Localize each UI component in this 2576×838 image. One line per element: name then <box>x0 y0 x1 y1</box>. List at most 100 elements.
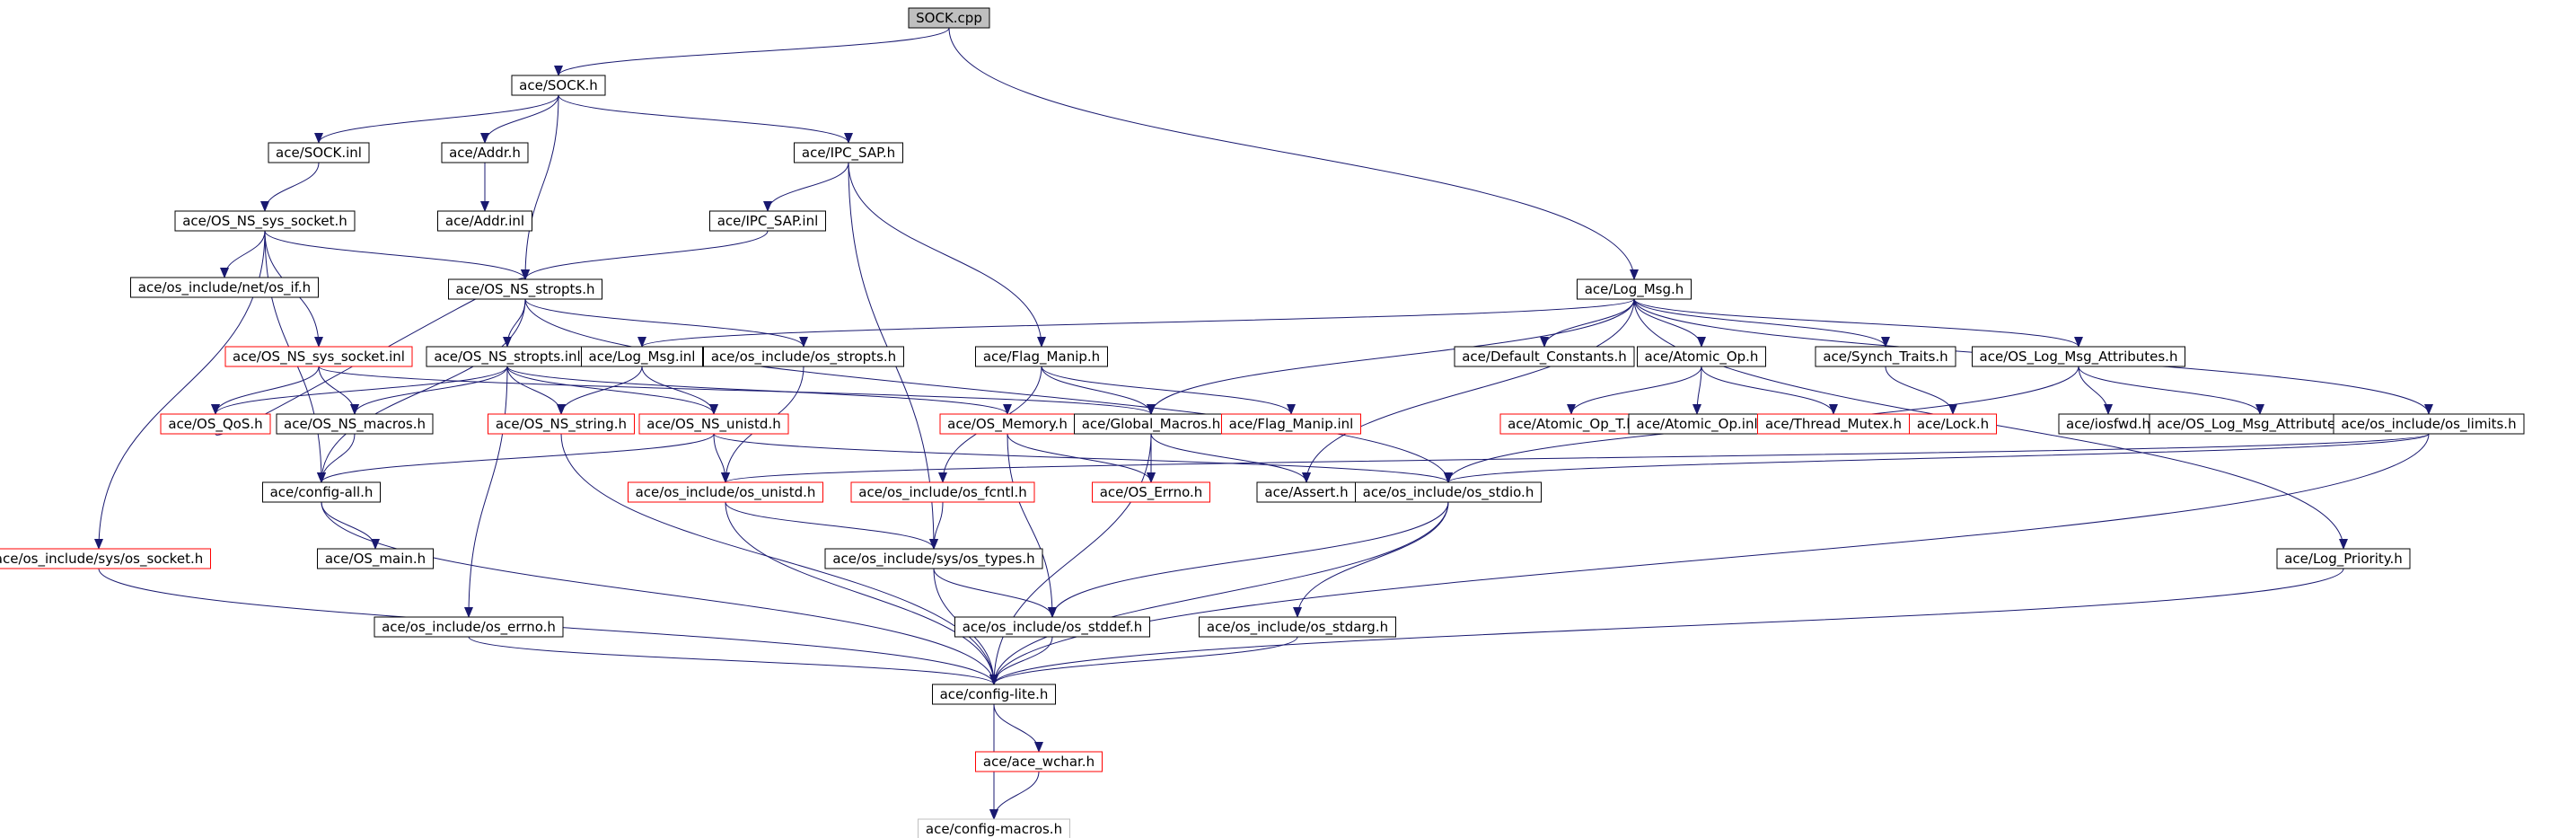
graph-node-ace-wchar-h[interactable]: ace/ace_wchar.h <box>975 751 1103 772</box>
dependency-edge <box>1701 366 1838 415</box>
graph-node-os-log-msg-attr-h[interactable]: ace/OS_Log_Msg_Attributes.h <box>1972 346 2185 367</box>
node-label: ace/os_include/os_errno.h <box>382 619 556 636</box>
graph-node-sock-inl[interactable]: ace/SOCK.inl <box>268 142 370 163</box>
graph-node-sock-cpp[interactable]: SOCK.cpp <box>908 7 990 29</box>
graph-node-atomic-op-inl[interactable]: ace/Atomic_Op.inl <box>1628 413 1766 435</box>
graph-node-default-constants-h[interactable]: ace/Default_Constants.h <box>1454 346 1635 367</box>
graph-node-os-ns-stropts-h[interactable]: ace/OS_NS_stropts.h <box>448 278 602 300</box>
graph-node-os-stdio-h[interactable]: ace/os_include/os_stdio.h <box>1355 481 1542 503</box>
node-label: ace/iosfwd.h <box>2066 416 2150 432</box>
dependency-edge <box>933 568 1057 618</box>
dependency-edge <box>554 27 950 76</box>
dependency-edge <box>989 568 2344 685</box>
node-label: ace/Flag_Manip.h <box>983 348 1100 366</box>
node-label: ace/config-macros.h <box>926 821 1062 837</box>
dependency-edge <box>725 501 938 550</box>
dependency-edge <box>1147 298 1635 415</box>
node-label: ace/OS_QoS.h <box>168 416 262 433</box>
graph-node-atomic-op-h[interactable]: ace/Atomic_Op.h <box>1637 346 1766 367</box>
graph-node-log-msg-h[interactable]: ace/Log_Msg.h <box>1577 278 1692 300</box>
graph-node-os-main-h[interactable]: ace/OS_main.h <box>317 548 434 569</box>
dependency-edge <box>1041 366 1296 415</box>
graph-node-config-lite-h[interactable]: ace/config-lite.h <box>932 684 1056 705</box>
graph-node-addr-inl[interactable]: ace/Addr.inl <box>437 210 532 232</box>
dependency-edge <box>1007 433 1057 618</box>
node-box <box>1577 278 1692 300</box>
graph-node-os-errno-h[interactable]: ace/os_include/os_errno.h <box>374 616 564 638</box>
graph-node-os-errno-h-red[interactable]: ace/OS_Errno.h <box>1092 481 1210 503</box>
graph-node-atomic-op-t-h[interactable]: ace/Atomic_Op_T.h <box>1499 413 1643 435</box>
graph-node-ipc-sap-inl[interactable]: ace/IPC_SAP.inl <box>709 210 826 232</box>
graph-node-os-limits-h[interactable]: ace/os_include/os_limits.h <box>2333 413 2525 435</box>
dependency-edge <box>321 501 380 550</box>
graph-node-os-ns-macros-h[interactable]: ace/OS_NS_macros.h <box>276 413 434 435</box>
graph-node-thread-mutex-h[interactable]: ace/Thread_Mutex.h <box>1757 413 1910 435</box>
node-label: ace/Log_Msg.inl <box>589 348 696 366</box>
graph-node-synch-traits-h[interactable]: ace/Synch_Traits.h <box>1815 346 1956 367</box>
graph-node-config-macros-h[interactable]: ace/config-macros.h <box>918 818 1070 838</box>
graph-node-flag-manip-inl[interactable]: ace/Flag_Manip.inl <box>1221 413 1361 435</box>
node-label: ace/SOCK.inl <box>276 145 362 161</box>
dependency-edge <box>318 366 1156 415</box>
node-label: ace/OS_Log_Msg_Attributes.inl <box>2157 416 2362 433</box>
node-box <box>1355 481 1542 503</box>
node-label: ace/Synch_Traits.h <box>1823 348 1947 366</box>
node-box <box>174 210 356 232</box>
graph-node-os-stdarg-h[interactable]: ace/os_include/os_stdarg.h <box>1199 616 1396 638</box>
graph-node-os-qos-h[interactable]: ace/OS_QoS.h <box>160 413 271 435</box>
node-label: ace/os_include/os_limits.h <box>2341 416 2516 433</box>
graph-node-assert-h[interactable]: ace/Assert.h <box>1256 481 1357 503</box>
graph-node-iosfwd-h[interactable]: ace/iosfwd.h <box>2058 413 2158 435</box>
node-box <box>918 818 1070 838</box>
graph-node-os-fcntl-h[interactable]: ace/os_include/os_fcntl.h <box>850 481 1035 503</box>
graph-node-os-ns-unistd-h[interactable]: ace/OS_NS_unistd.h <box>638 413 789 435</box>
graph-node-ipc-sap-h[interactable]: ace/IPC_SAP.h <box>794 142 903 163</box>
node-label: ace/ace_wchar.h <box>983 754 1095 771</box>
graph-node-os-socket-h[interactable]: ace/os_include/sys/os_socket.h <box>0 548 211 569</box>
graph-node-log-priority-h[interactable]: ace/Log_Priority.h <box>2276 548 2411 569</box>
graph-node-global-macros-h[interactable]: ace/Global_Macros.h <box>1074 413 1228 435</box>
node-box <box>628 481 823 503</box>
graph-node-os-log-msg-attr-inl[interactable]: ace/OS_Log_Msg_Attributes.inl <box>2149 413 2371 435</box>
graph-node-config-all-h[interactable]: ace/config-all.h <box>262 481 381 503</box>
graph-node-os-ns-sys-socket-inl[interactable]: ace/OS_NS_sys_socket.inl <box>224 346 413 367</box>
graph-node-sock-h[interactable]: ace/SOCK.h <box>511 75 606 96</box>
graph-node-os-ns-string-h[interactable]: ace/OS_NS_string.h <box>488 413 635 435</box>
node-label: ace/os_include/os_stddef.h <box>963 619 1143 636</box>
dependency-edge <box>1885 366 1957 415</box>
graph-node-os-unistd-h[interactable]: ace/os_include/os_unistd.h <box>628 481 823 503</box>
graph-node-os-stropts-h[interactable]: ace/os_include/os_stropts.h <box>703 346 904 367</box>
node-label: ace/Log_Msg.h <box>1585 281 1684 298</box>
node-label: ace/OS_NS_sys_socket.h <box>182 213 347 230</box>
node-label: ace/os_include/os_stdarg.h <box>1207 619 1388 636</box>
dependency-edge <box>557 366 643 415</box>
node-label: ace/OS_NS_macros.h <box>284 416 426 433</box>
node-box <box>703 346 904 367</box>
graph-node-os-stddef-h[interactable]: ace/os_include/os_stddef.h <box>954 616 1150 638</box>
node-label: ace/OS_main.h <box>325 551 426 568</box>
node-label: ace/SOCK.h <box>519 77 598 93</box>
graph-node-os-ns-sys-socket-h[interactable]: ace/OS_NS_sys_socket.h <box>174 210 356 232</box>
node-label: ace/Addr.inl <box>445 213 524 229</box>
node-box <box>975 751 1103 772</box>
dependency-edge <box>993 703 1043 753</box>
graph-node-addr-h[interactable]: ace/Addr.h <box>441 142 529 163</box>
dependency-edge <box>637 298 1635 348</box>
dependency-edge <box>1007 433 1156 483</box>
node-label: ace/OS_NS_sys_socket.inl <box>233 348 405 366</box>
graph-node-lock-h[interactable]: ace/Lock.h <box>1909 413 1997 435</box>
graph-node-os-memory-h[interactable]: ace/OS_Memory.h <box>939 413 1076 435</box>
node-box <box>1637 346 1766 367</box>
graph-node-os-ns-stropts-inl[interactable]: ace/OS_NS_stropts.inl <box>426 346 589 367</box>
dependency-edge <box>1048 501 1449 618</box>
dependency-edge <box>558 94 853 144</box>
node-label: ace/os_include/sys/os_types.h <box>832 551 1034 568</box>
graph-node-os-types-h[interactable]: ace/os_include/sys/os_types.h <box>824 548 1043 569</box>
graph-node-os-if-h[interactable]: ace/os_include/net/os_if.h <box>130 277 319 298</box>
node-label: ace/config-lite.h <box>940 686 1049 702</box>
graph-node-flag-manip-h[interactable]: ace/Flag_Manip.h <box>975 346 1108 367</box>
dependency-edge <box>506 366 1012 415</box>
node-label: ace/Atomic_Op_T.h <box>1508 416 1635 433</box>
node-label: ace/OS_NS_unistd.h <box>646 416 780 433</box>
graph-node-log-msg-inl[interactable]: ace/Log_Msg.inl <box>581 346 703 367</box>
